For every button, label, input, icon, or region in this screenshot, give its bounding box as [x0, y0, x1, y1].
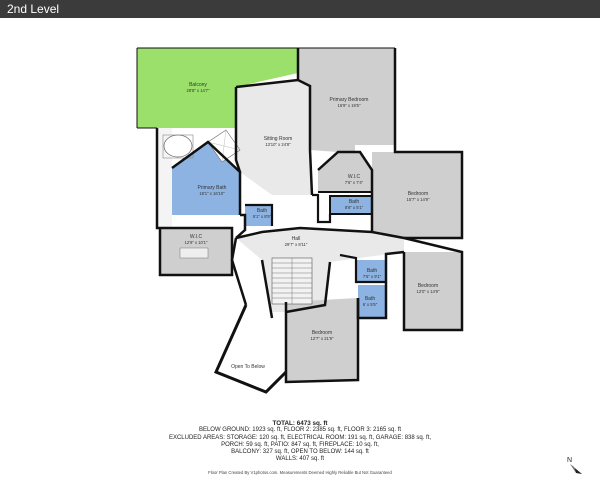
primary-bath-label: Primary Bath — [198, 185, 227, 191]
hall-label: Hall — [292, 236, 301, 242]
hall-dims: 29'7" x 8'11" — [285, 242, 308, 247]
primary-bedroom-dims: 16'9" x 19'5" — [338, 103, 361, 108]
bath-d-area — [358, 285, 386, 318]
primary-bedroom-area — [298, 48, 395, 152]
bedroom-upper-right-dims: 15'7" x 14'9" — [407, 197, 430, 202]
bedroom-bottom-dims: 12'7" x 21'9" — [311, 336, 334, 341]
wic-small-dims: 7'6" x 7'4" — [345, 180, 364, 185]
bedroom-lower-right-dims: 12'0" x 14'9" — [417, 289, 440, 294]
bath-d-label: Bath — [365, 296, 376, 302]
sitting-room-dims: 13'10" x 24'8" — [265, 142, 291, 147]
area-summary: TOTAL: 6473 sq. ft BELOW GROUND: 1923 sq… — [0, 420, 600, 464]
open-to-below-rail — [213, 304, 288, 394]
bedroom-lower-right-area — [404, 252, 462, 330]
bath-a-area — [245, 205, 272, 226]
walls — [136, 47, 464, 394]
area-line-3: PORCH: 59 sq. ft, PATIO: 847 sq. ft, FIR… — [221, 441, 379, 448]
level-header: 2nd Level — [0, 0, 600, 18]
wic-small-label: W.I.C — [348, 174, 361, 180]
total-area: TOTAL: 6473 sq. ft — [272, 420, 328, 427]
bath-a-label: Bath — [257, 208, 268, 214]
bedroom-upper-right-area — [372, 152, 462, 238]
wic-small-area — [318, 152, 372, 192]
area-line-5: WALLS: 407 sq. ft — [275, 456, 325, 463]
credit-line: Floor Plan Created By V1photos.com. Meas… — [208, 470, 392, 475]
bath-b-dims: 8'8" x 5'1" — [345, 205, 364, 210]
wic-island — [179, 247, 209, 259]
wic-large-label: W.I.C — [190, 234, 203, 240]
open-to-below-label: Open To Below — [231, 364, 265, 370]
bath-b-area — [330, 196, 372, 214]
primary-bath-dims: 18'1" x 16'10" — [199, 191, 225, 196]
bathtub — [163, 134, 193, 158]
bathtub-deck — [162, 134, 194, 159]
level-title: 2nd Level — [7, 2, 60, 16]
bath-d-dims: 6' x 5'5" — [363, 302, 378, 307]
balcony-dims: 28'8" x 14'7" — [187, 88, 210, 93]
area-line-2: EXCLUDED AREAS: STORAGE: 120 sq. ft, ELE… — [168, 434, 432, 441]
bedroom-upper-right-label: Bedroom — [408, 191, 428, 197]
room-labels: Balcony 28'8" x 14'7" Primary Bedroom 16… — [185, 82, 440, 370]
stair-treads — [272, 258, 312, 304]
bath-c-label: Bath — [367, 268, 378, 274]
open-to-below-area — [216, 305, 286, 392]
compass-label: N — [567, 457, 572, 464]
north-arrow-icon: N — [567, 457, 582, 474]
balcony-label: Balcony — [189, 82, 207, 88]
bedroom-bottom-area — [286, 298, 358, 382]
bath-c-dims: 7'6" x 9'1" — [363, 274, 382, 279]
bath-c-area — [356, 260, 386, 282]
wic-large-dims: 12'9" x 10'1" — [185, 240, 208, 245]
bath-a-dims: 5'1" x 8'5" — [253, 214, 272, 219]
area-line-4: BALCONY: 327 sq. ft, OPEN TO BELOW: 144 … — [231, 449, 369, 456]
bath-b-label: Bath — [349, 199, 360, 205]
bedroom-bottom-label: Bedroom — [312, 330, 332, 336]
area-line-1: BELOW GROUND: 1923 sq. ft, FLOOR 2: 2385… — [198, 427, 402, 434]
floor-plan: Balcony 28'8" x 14'7" Primary Bedroom 16… — [136, 47, 464, 394]
sitting-room-area — [236, 80, 312, 195]
balcony-area — [137, 48, 298, 128]
sitting-room-label: Sitting Room — [264, 136, 293, 142]
bedroom-lower-right-label: Bedroom — [418, 283, 438, 289]
primary-bedroom-label: Primary Bedroom — [330, 97, 369, 103]
room-fills — [137, 48, 462, 392]
